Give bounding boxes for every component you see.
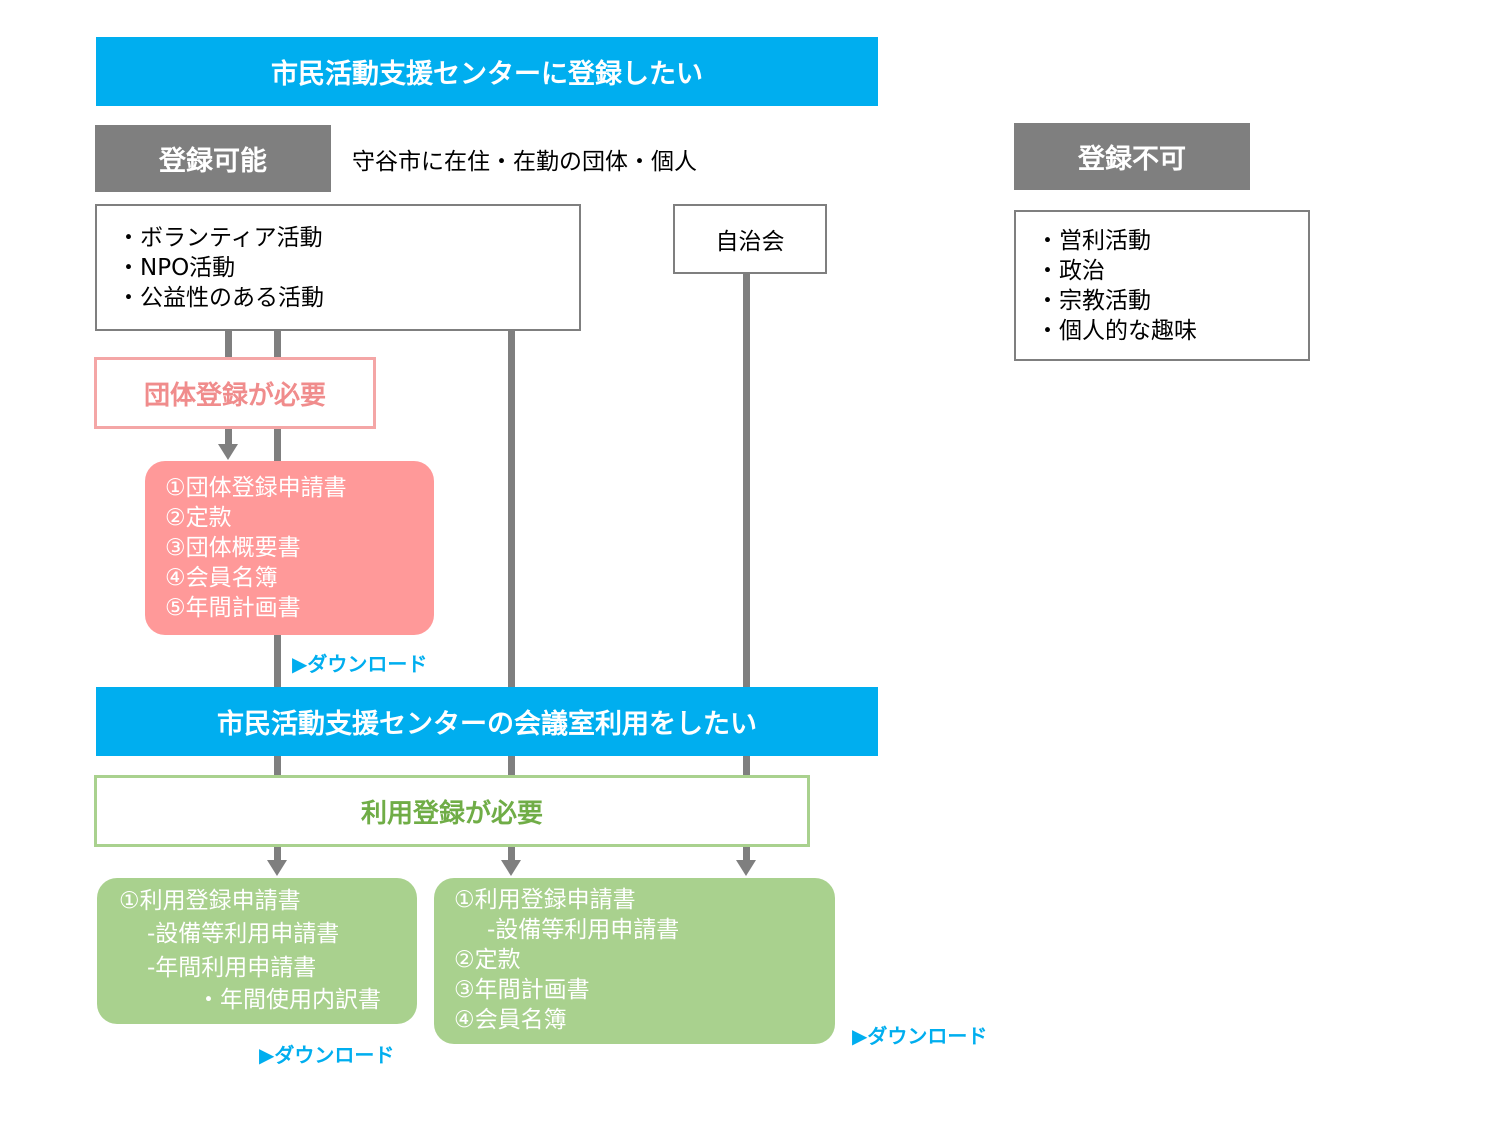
document-item: -設備等利用申請書 [147,921,340,947]
eligible-label: 登録可能 [95,125,331,192]
group-documents: ①団体登録申請書 ②定款 ③団体概要書 ④会員名簿 ⑤年間計画書 [145,461,434,635]
document-item: ⑤年間計画書 [165,595,301,621]
document-item: ③団体概要書 [165,535,301,561]
connector-line [743,272,750,846]
room-banner: 市民活動支援センターの会議室利用をしたい [96,687,878,756]
ineligible-label: 登録不可 [1014,123,1250,190]
connector-line [225,428,232,446]
ineligible-item: ・個人的な趣味 [1036,318,1197,344]
jichikai-box: 自治会 [673,204,827,274]
ineligible-item: ・政治 [1036,258,1105,284]
ineligible-item: ・宗教活動 [1036,288,1151,314]
connector-line [508,845,515,861]
document-item: -設備等利用申請書 [487,917,680,943]
document-item: ②定款 [165,505,232,531]
usage-download-link-right[interactable]: ▶ダウンロード [852,1024,988,1048]
register-banner: 市民活動支援センターに登録したい [96,37,878,106]
document-item: ④会員名簿 [454,1007,567,1033]
eligible-condition: 守谷市に在住・在勤の団体・個人 [352,149,697,175]
arrow-down-icon [267,860,287,876]
group-registration-required: 団体登録が必要 [94,357,376,429]
arrow-down-icon [218,444,238,460]
document-item: ②定款 [454,947,521,973]
connector-line [508,330,515,846]
usage-download-link-left[interactable]: ▶ダウンロード [259,1043,395,1067]
arrow-down-icon [501,860,521,876]
document-item: ・年間使用内訳書 [197,987,381,1013]
activity-item: ・公益性のある活動 [117,285,324,311]
document-item: ④会員名簿 [165,565,278,591]
activity-item: ・ボランティア活動 [117,225,323,251]
document-item: ③年間計画書 [454,977,590,1003]
connector-line [743,845,750,861]
activity-item: ・NPO活動 [117,255,236,281]
document-item: ①団体登録申請書 [165,475,347,501]
arrow-down-icon [736,860,756,876]
ineligible-item: ・営利活動 [1036,228,1151,254]
ineligible-list: ・営利活動 ・政治 ・宗教活動 ・個人的な趣味 [1014,210,1310,361]
document-item: ①利用登録申請書 [454,887,636,913]
usage-registration-required: 利用登録が必要 [94,775,810,847]
document-item: -年間利用申請書 [147,955,317,981]
group-download-link[interactable]: ▶ダウンロード [292,652,428,676]
usage-documents-right: ①利用登録申請書 -設備等利用申請書 ②定款 ③年間計画書 ④会員名簿 [434,878,835,1044]
usage-documents-left: ①利用登録申請書 -設備等利用申請書 -年間利用申請書 ・年間使用内訳書 [97,878,417,1024]
connector-line [274,845,281,861]
document-item: ①利用登録申請書 [119,888,301,914]
eligible-activities: ・ボランティア活動 ・NPO活動 ・公益性のある活動 [95,204,581,331]
